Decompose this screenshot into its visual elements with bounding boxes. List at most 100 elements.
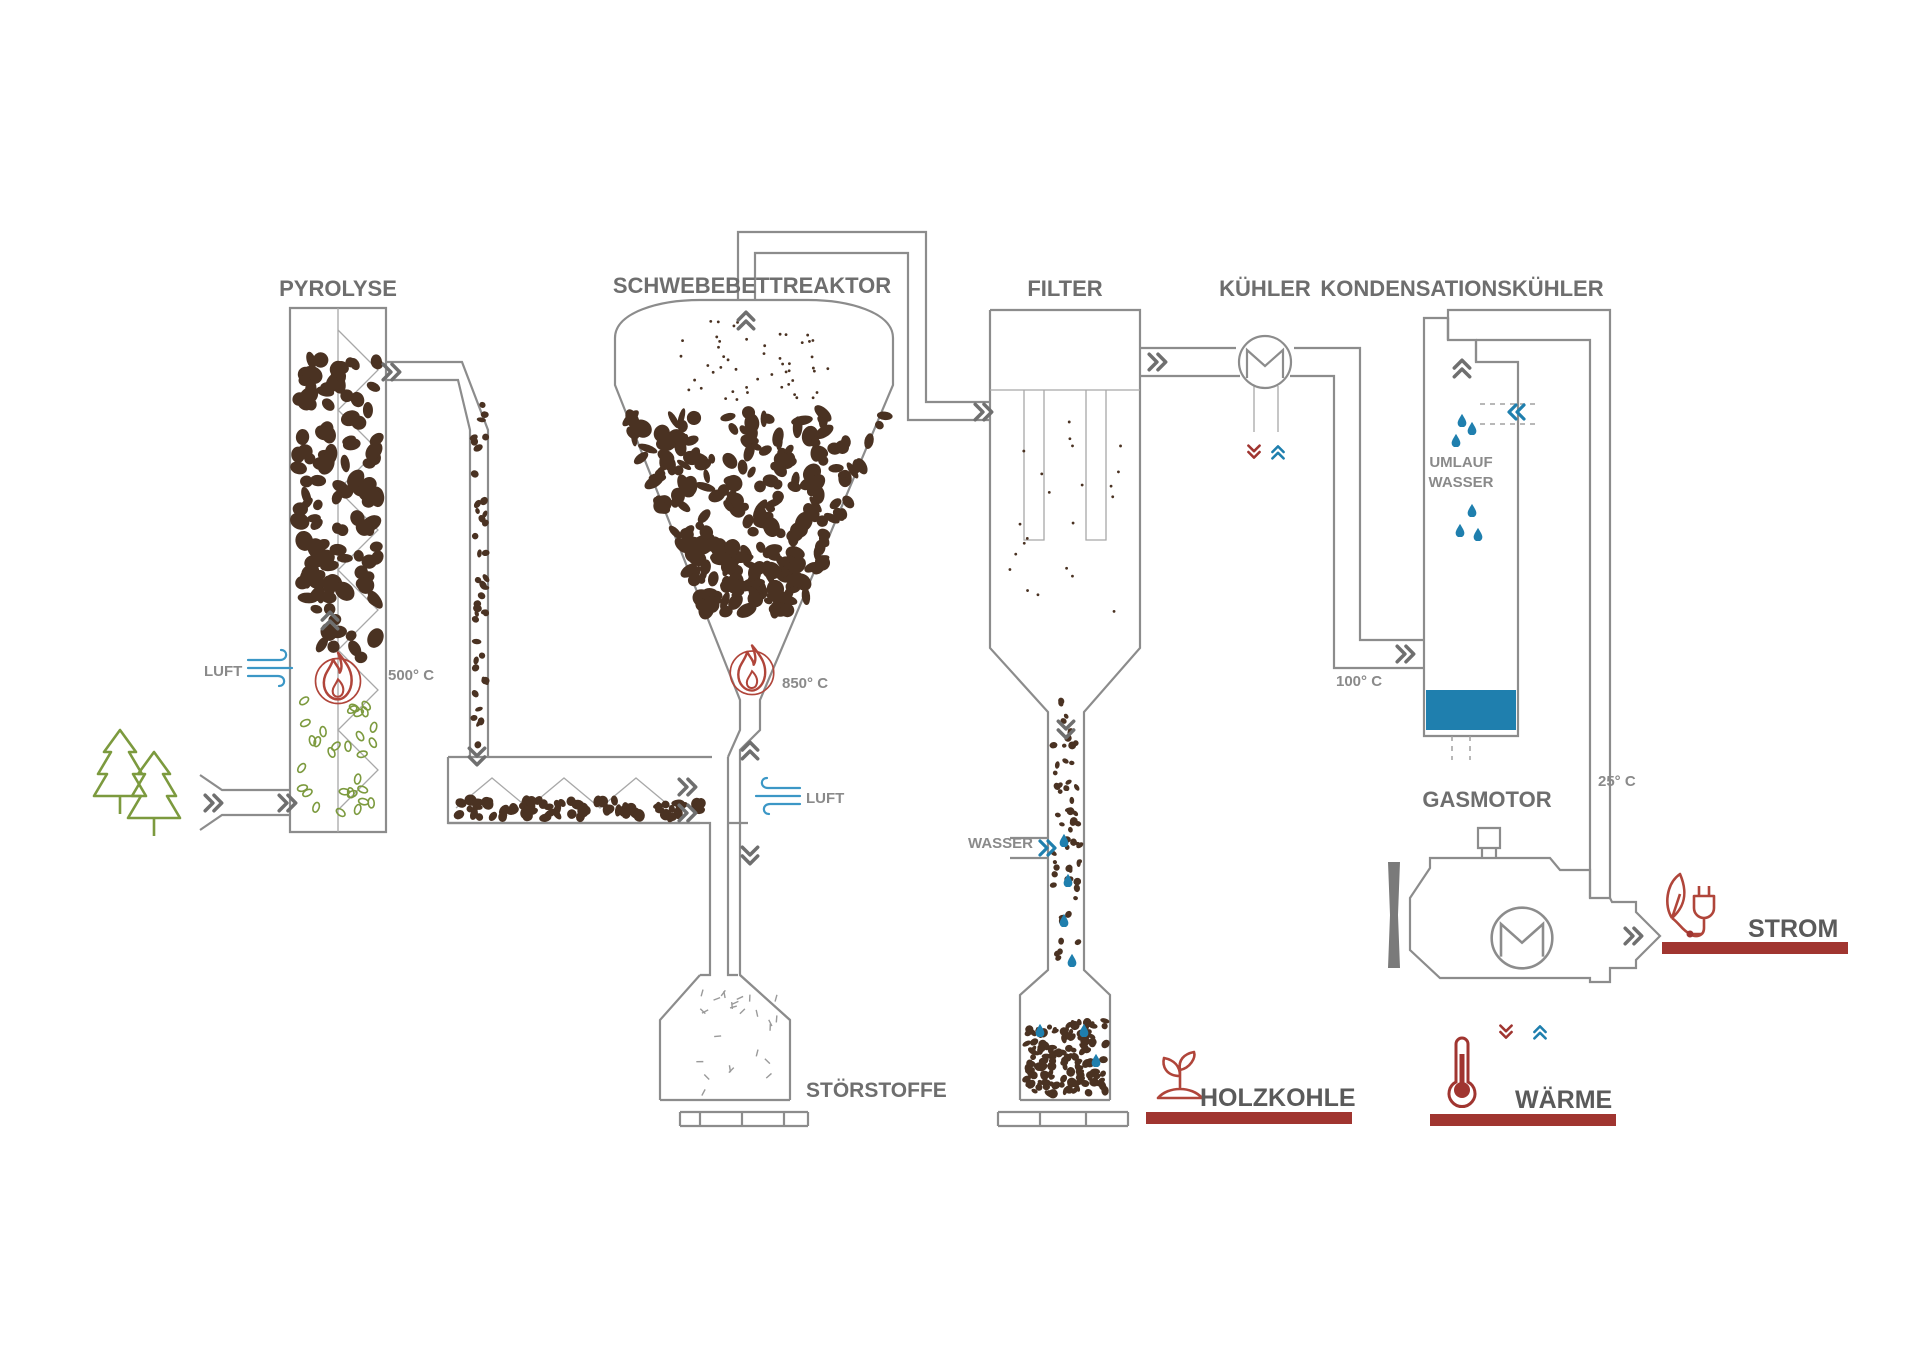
reactor-bed-particle — [737, 459, 748, 475]
holzkohle-particle — [1067, 1081, 1073, 1087]
reactor-bed-particle — [680, 488, 695, 498]
label-kuehler: KÜHLER — [1219, 276, 1311, 301]
dust-particle — [1071, 521, 1075, 525]
umlauf-water-drop — [1467, 421, 1477, 435]
holzkohle-particle — [1047, 1090, 1054, 1096]
label-luft-pyrolyse: LUFT — [204, 663, 242, 680]
filter-stream-particle — [1077, 859, 1083, 864]
wood-chip — [338, 787, 351, 796]
char-particle — [317, 549, 335, 566]
holzkohle-particle — [1048, 1057, 1057, 1065]
reactor-bed-particle — [726, 490, 737, 498]
transfer-particle — [480, 411, 489, 418]
stoerstoff-fragment — [723, 991, 726, 999]
screw-particle — [525, 795, 537, 807]
stoerstoff-fragment — [739, 1008, 746, 1015]
char-particle — [295, 429, 310, 446]
holzkohle-particle — [1088, 1040, 1096, 1048]
cooler-coolant-out-chevron — [1271, 445, 1285, 460]
transfer-particle — [481, 676, 490, 685]
label-pyrolyse: PYROLYSE — [279, 276, 397, 301]
holzkohle-particle — [1024, 1030, 1032, 1037]
reactor-bed-particle — [763, 517, 780, 537]
temp-kondensation: 100° C — [1336, 673, 1382, 690]
wood-chip — [369, 721, 378, 733]
wood-chip — [356, 750, 368, 759]
dust-particle — [726, 358, 730, 362]
filter-water-inlet — [1010, 836, 1048, 860]
screw-particle — [488, 811, 498, 822]
reactor-bed-particle — [674, 537, 690, 553]
char-particle — [367, 590, 383, 609]
temp-reaktor: 850° C — [782, 675, 828, 692]
holzkohle-particle — [1075, 1069, 1081, 1075]
holzkohle-particle — [1061, 1027, 1068, 1034]
transfer-particle — [473, 444, 483, 452]
reactor-bed-particle — [791, 415, 813, 426]
output-strom-label: STROM — [1748, 915, 1838, 943]
screw-particle — [558, 798, 566, 807]
screw-particle — [610, 795, 618, 806]
char-particle — [365, 441, 383, 461]
reactor-bed-particle — [779, 594, 798, 605]
screw-particle — [571, 799, 585, 810]
reactor-bed-particle — [673, 431, 687, 446]
reactor-bed-particle — [667, 411, 680, 429]
reactor-bed-particle — [697, 509, 711, 524]
temp-pyrolyse: 500° C — [388, 667, 434, 684]
umlauf-water-drop — [1467, 503, 1477, 517]
wood-chip — [353, 708, 365, 718]
reactor-bed-particle — [818, 455, 829, 466]
dust-particle — [1008, 568, 1012, 571]
holzkohle-particle — [1083, 1044, 1089, 1052]
dust-particle — [791, 379, 795, 382]
reactor-bed-particle — [839, 477, 848, 486]
holzkohle-particle — [1088, 1023, 1098, 1029]
reactor-bed-particle — [684, 540, 702, 563]
wood-chip — [335, 807, 346, 818]
reactor-bed-particle — [744, 413, 760, 433]
reactor-bed-particle — [855, 458, 868, 475]
holzkohle-particle — [1099, 1070, 1106, 1077]
filter-stream-particle — [1063, 713, 1069, 719]
dust-particle — [1022, 449, 1026, 453]
holzkohle-particle — [1099, 1056, 1108, 1064]
wood-chip — [355, 730, 365, 742]
dust-particle — [1065, 566, 1068, 570]
reactor-bed-particle — [661, 453, 676, 472]
transfer-particle — [474, 610, 479, 617]
char-particle — [350, 391, 365, 408]
dust-particle — [735, 398, 739, 401]
screw-particle — [668, 804, 675, 813]
filter-stream-particle — [1062, 758, 1069, 764]
stoerstoff-fragment — [701, 1089, 706, 1096]
stoerstoff-fragment — [728, 1067, 735, 1074]
holzkohle-particle — [1077, 1018, 1082, 1026]
dust-particle — [826, 367, 830, 371]
char-particle — [301, 486, 312, 506]
char-particle — [316, 386, 335, 397]
transfer-particle — [471, 616, 480, 623]
holzkohle-particle — [1076, 1079, 1083, 1085]
reactor-bed-particle — [846, 462, 859, 479]
transfer-horizontal — [446, 755, 738, 977]
holzkohle-particle — [1070, 1047, 1077, 1053]
transfer-pipe-down — [386, 360, 490, 757]
dust-particle — [681, 339, 684, 343]
holzkohle-particle — [1061, 1034, 1067, 1044]
gas-line-to-motor — [1446, 308, 1612, 898]
label-filter: FILTER — [1027, 276, 1102, 301]
char-particle — [306, 351, 317, 369]
wood-chip — [353, 773, 362, 785]
reactor-bed-particle — [817, 416, 827, 427]
dust-particle — [784, 333, 788, 337]
reactor-bed-particle — [663, 439, 676, 449]
reactor-bed-particle — [787, 556, 806, 575]
label-stoerstoffe: STÖRSTOFFE — [806, 1079, 947, 1102]
motor-coolant-out-chevron — [1533, 1025, 1547, 1040]
filter-stream-particle — [1074, 939, 1082, 946]
filter-stream-particle — [1069, 760, 1075, 766]
wood-chip — [308, 735, 317, 747]
char-particle — [322, 575, 336, 595]
char-particle — [369, 541, 383, 553]
